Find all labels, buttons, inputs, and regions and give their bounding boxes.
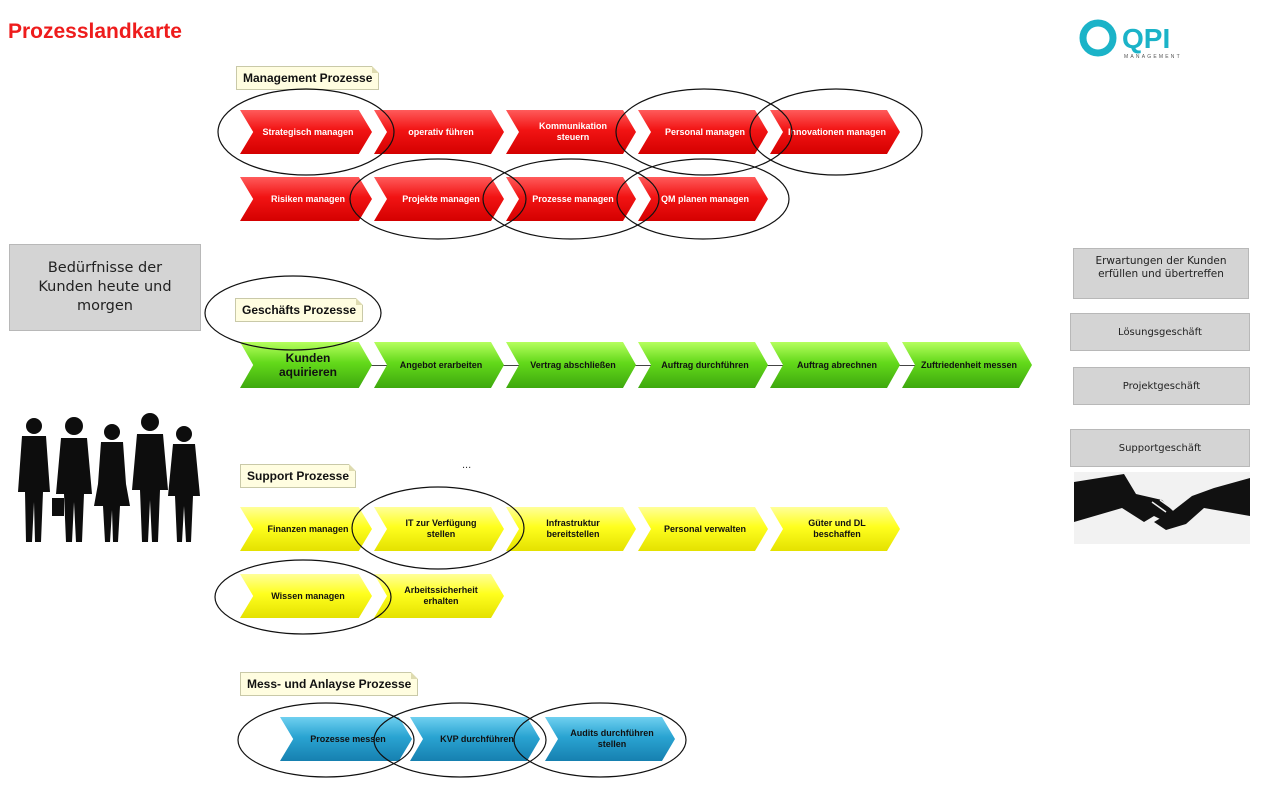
- process-personal-verwalten[interactable]: Personal verwalten: [638, 507, 768, 551]
- process-audits-durchfuehren[interactable]: Audits durchführen stellen: [545, 717, 675, 761]
- supportgeschaeft-box: Supportgeschäft: [1070, 429, 1250, 467]
- process-innovationen-managen[interactable]: Innovationen managen: [770, 110, 900, 154]
- process-qm-planen-managen[interactable]: QM planen managen: [638, 177, 768, 221]
- qpi-logo: QPI MANAGEMENT: [1078, 16, 1208, 60]
- businesspeople-silhouette-icon: [18, 413, 200, 542]
- logo-subtext: MANAGEMENT: [1124, 54, 1182, 60]
- loesungsgeschaeft-box: Lösungsgeschäft: [1070, 313, 1250, 351]
- process-finanzen-managen[interactable]: Finanzen managen: [240, 507, 372, 551]
- group-label-geschaeft: Geschäfts Prozesse: [235, 298, 364, 322]
- process-auftrag-abrechnen[interactable]: Auftrag abrechnen: [770, 342, 900, 388]
- process-kunden-aquirieren[interactable]: Kunden aquirieren: [240, 342, 372, 388]
- stray-text: ...: [462, 459, 472, 471]
- logo-text: QPI: [1122, 23, 1170, 54]
- process-prozesse-messen[interactable]: Prozesse messen: [280, 717, 412, 761]
- handshake-icon: [1074, 472, 1250, 544]
- process-zufriedenheit-messen[interactable]: Zuftriedenheit messen: [902, 342, 1032, 388]
- process-risiken-managen[interactable]: Risiken managen: [240, 177, 372, 221]
- process-it-zur-verfuegung-stellen[interactable]: IT zur Verfügung stellen: [374, 507, 504, 551]
- process-prozesse-managen[interactable]: Prozesse managen: [506, 177, 636, 221]
- process-kommunikation-steuern[interactable]: Kommunikation steuern: [506, 110, 636, 154]
- process-gueter-und-dl-beschaffen[interactable]: Güter und DL beschaffen: [770, 507, 900, 551]
- process-arbeitssicherheit-erhalten[interactable]: Arbeitssicherheit erhalten: [374, 574, 504, 618]
- process-vertrag-abschliessen[interactable]: Vertrag abschließen: [506, 342, 636, 388]
- process-operativ-fuehren[interactable]: operativ führen: [374, 110, 504, 154]
- page-title: Prozesslandkarte: [8, 20, 182, 43]
- kundenbeduerfnisse-box: Bedürfnisse der Kunden heute und morgen: [9, 244, 201, 331]
- process-personal-managen[interactable]: Personal managen: [638, 110, 768, 154]
- qpi-logo-graphic: QPI MANAGEMENT: [1079, 19, 1182, 60]
- process-projekte-managen[interactable]: Projekte managen: [374, 177, 504, 221]
- process-infrastruktur-bereitstellen[interactable]: Infrastruktur bereitstellen: [506, 507, 636, 551]
- process-auftrag-durchfuehren[interactable]: Auftrag durchführen: [638, 342, 768, 388]
- group-label-management: Management Prozesse: [236, 66, 380, 90]
- process-strategisch-managen[interactable]: Strategisch managen: [240, 110, 372, 154]
- kundenerwartungen-box: Erwartungen der Kunden erfüllen und über…: [1073, 248, 1249, 299]
- projektgeschaeft-box: Projektgeschäft: [1073, 367, 1250, 405]
- process-wissen-managen[interactable]: Wissen managen: [240, 574, 372, 618]
- process-kvp-durchfuehren[interactable]: KVP durchführen: [410, 717, 540, 761]
- group-label-mess: Mess- und Anlayse Prozesse: [240, 672, 419, 696]
- group-label-support: Support Prozesse: [240, 464, 357, 488]
- process-angebot-erarbeiten[interactable]: Angebot erarbeiten: [374, 342, 504, 388]
